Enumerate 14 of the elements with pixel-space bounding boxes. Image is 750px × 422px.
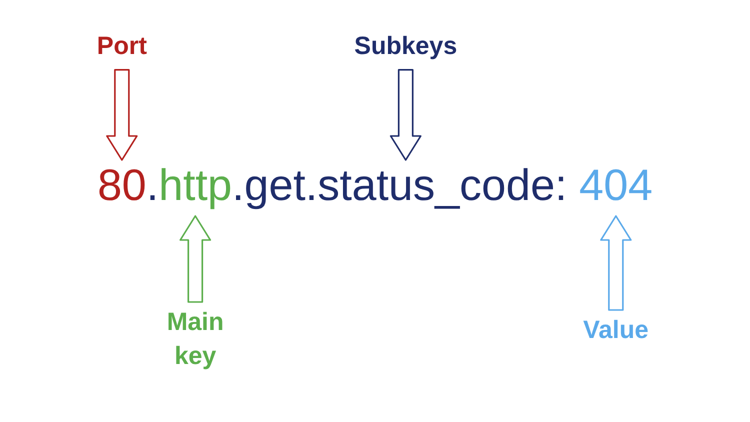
annotation-label: Port xyxy=(86,30,157,64)
annotation-label: Main key xyxy=(155,306,236,374)
dot-separator: . xyxy=(232,160,244,212)
hollow-arrow xyxy=(106,69,138,161)
annotation-label: Subkeys xyxy=(346,30,466,64)
annotation-label: Value xyxy=(570,314,661,348)
port-number: 80 xyxy=(97,158,146,214)
dot-separator: . xyxy=(146,160,159,212)
value-number: 404 xyxy=(579,158,653,214)
hollow-arrow xyxy=(180,215,212,303)
hollow-arrow xyxy=(390,69,422,161)
subkeys-text: get.status_code: xyxy=(244,158,568,214)
main-key-text: http xyxy=(158,158,232,214)
hollow-arrow xyxy=(600,215,632,311)
